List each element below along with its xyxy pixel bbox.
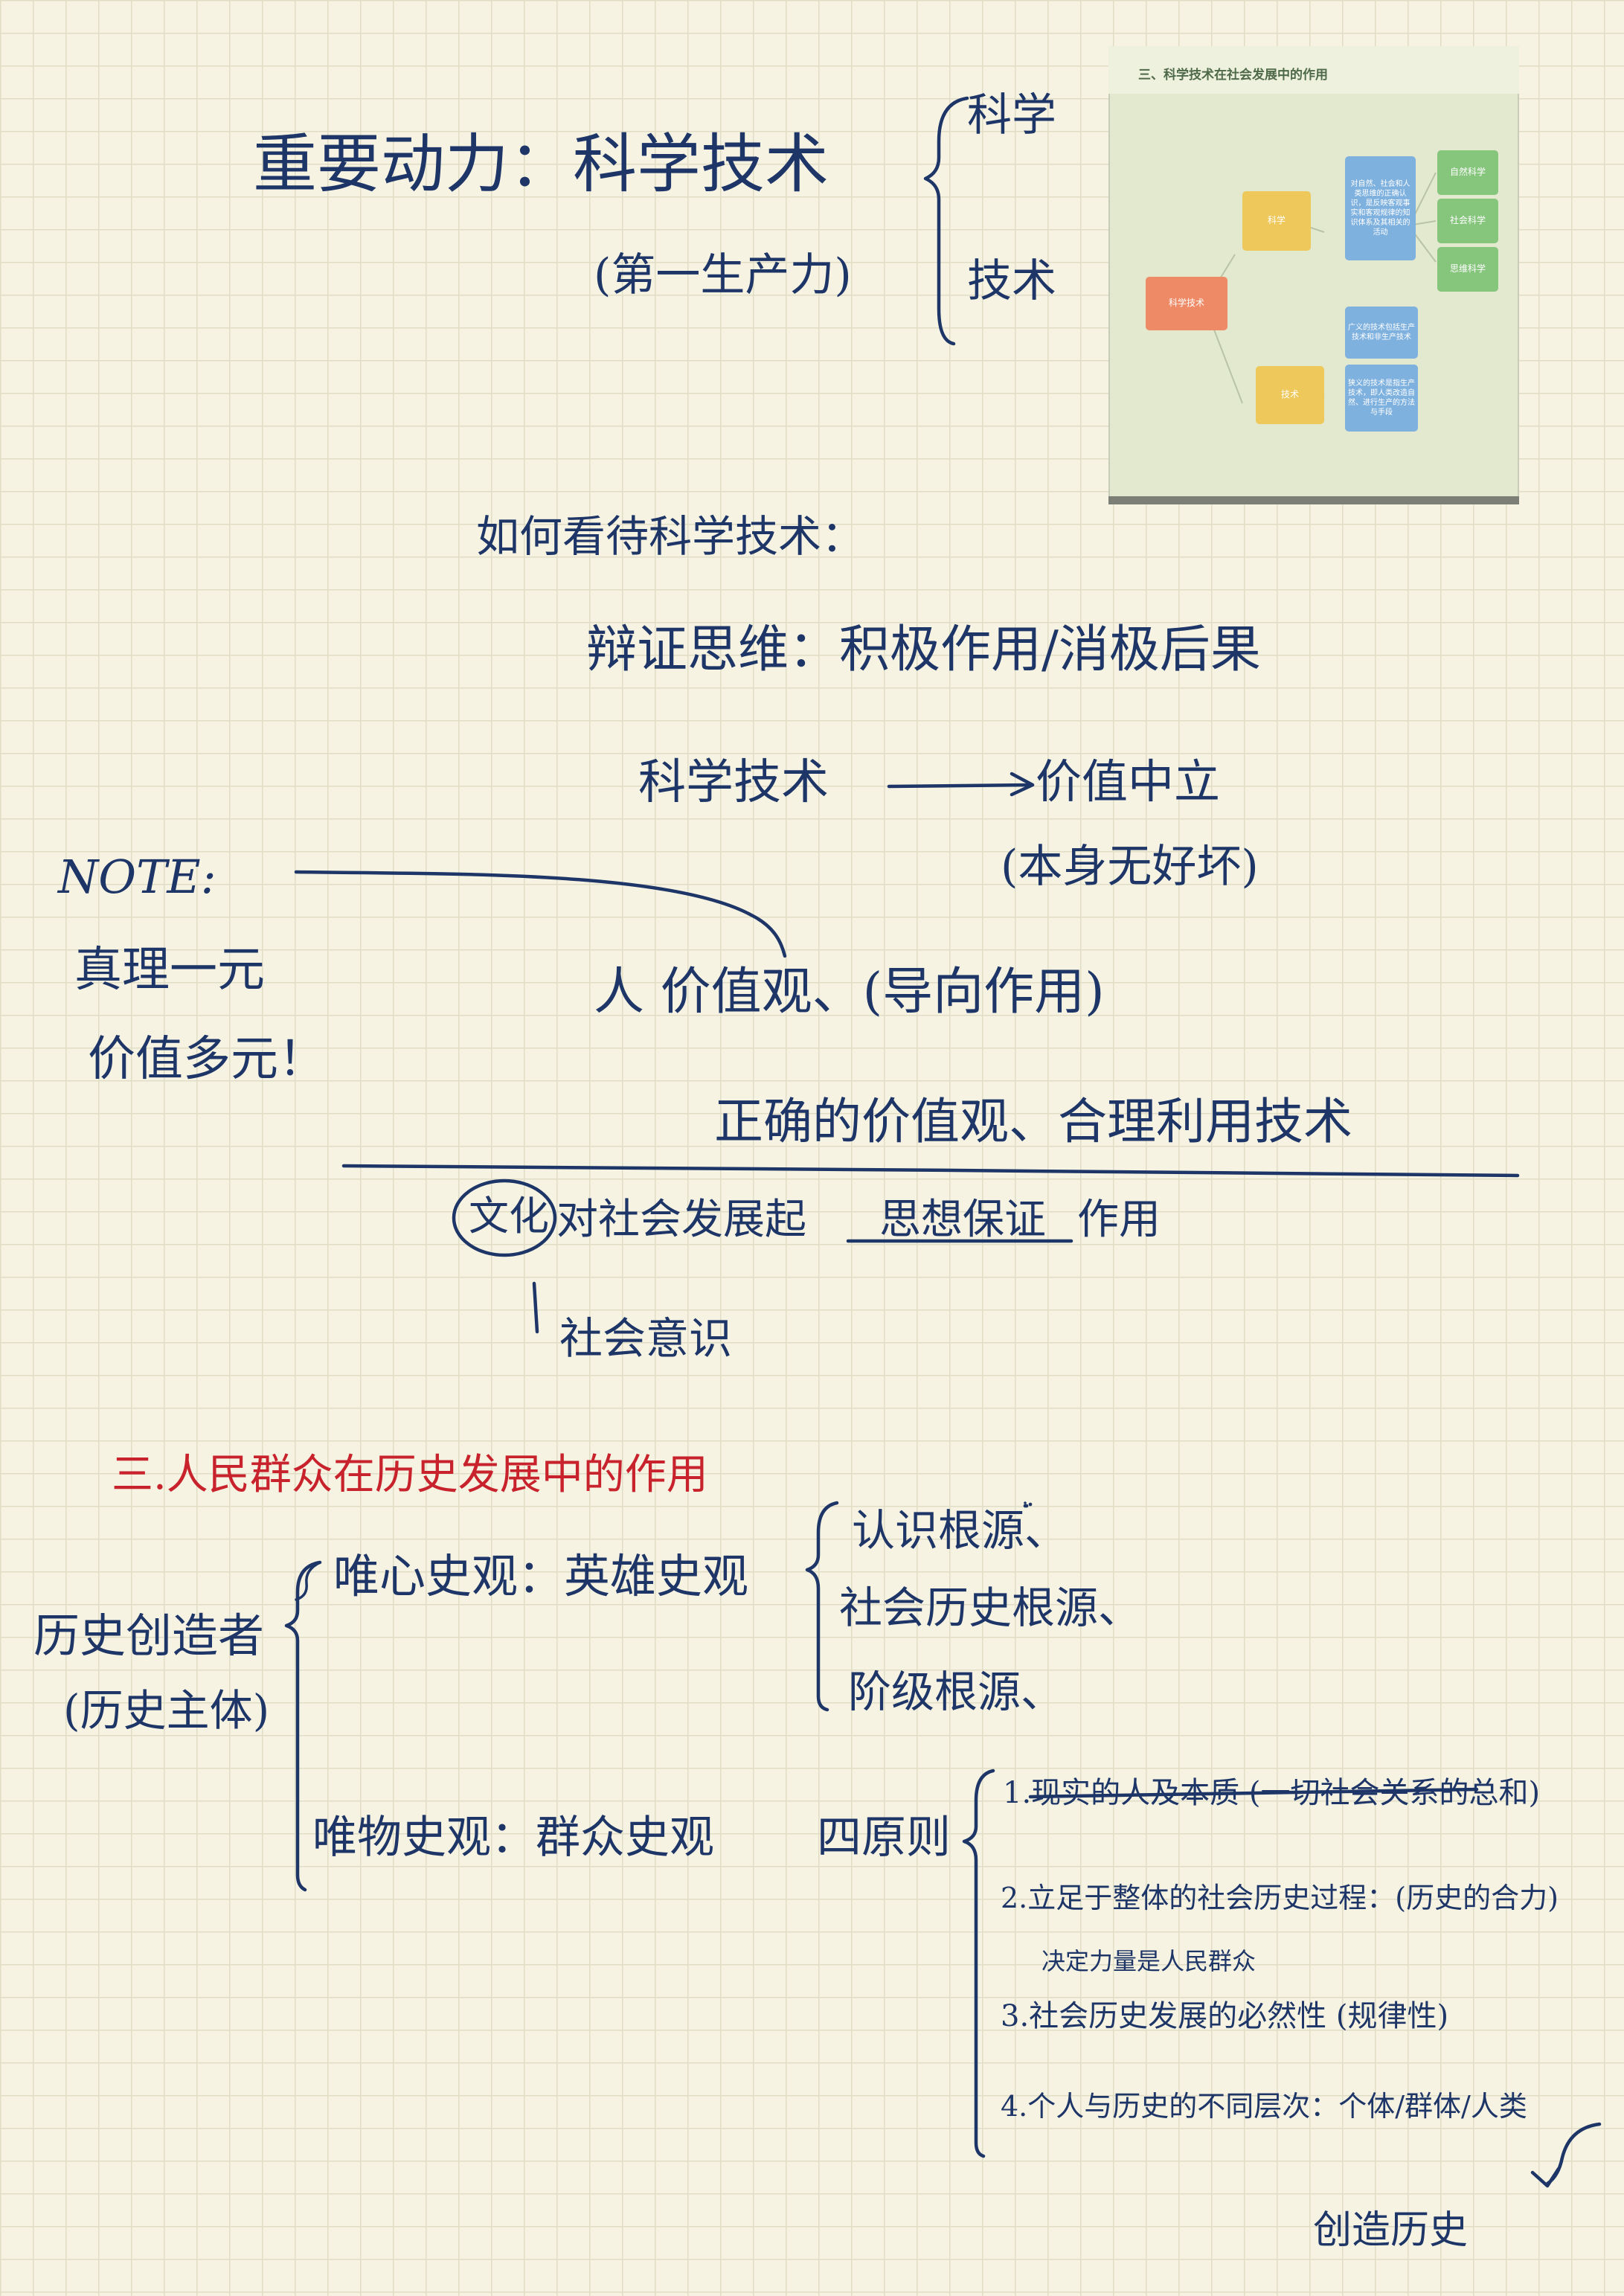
- brace-item-science: 科学: [967, 89, 1056, 141]
- principle-4: 4.个人与历史的不同层次：个体/群体/人类: [1001, 2090, 1527, 2123]
- brace-principles: [962, 1769, 995, 2158]
- culture-word: 文化: [469, 1193, 549, 1240]
- slide-leaf-thinking: 思维科学: [1437, 247, 1498, 292]
- how-to-view-heading: 如何看待科学技术：: [476, 511, 865, 562]
- ideological-guarantee: 思想保证: [879, 1196, 1046, 1244]
- divider-line: [341, 1164, 1520, 1178]
- slide-header-band: [1108, 46, 1519, 94]
- slide-root-box: 科学技术: [1146, 277, 1227, 330]
- principle-1: 1.现实的人及本质 (一切社会关系的总和): [1003, 1776, 1541, 1810]
- note-value-line: 价值多元！: [88, 1032, 326, 1087]
- hook-arrow: [1530, 2122, 1602, 2188]
- note-label: NOTE:: [58, 850, 216, 904]
- principle-2: 2.立足于整体的社会历史过程：(历史的合力): [1001, 1882, 1559, 1914]
- lecture-slide-photo: 三、科学技术在社会发展中的作用 科学技术 科学 技术 对自然、社会和人类思维的正…: [1108, 46, 1519, 504]
- idealism-line: 唯心史观：英雄史观: [333, 1549, 749, 1603]
- role-word: 作用: [1077, 1196, 1161, 1244]
- consciousness-tick: [532, 1281, 539, 1334]
- root-class: 阶级根源、: [848, 1667, 1065, 1717]
- projector-rail: [1108, 496, 1519, 504]
- no-good-bad-label: (本身无好坏): [1001, 841, 1259, 893]
- arrow-value-neutral: [887, 772, 1035, 797]
- brace-roots: [805, 1501, 839, 1712]
- slide-leaf-social: 社会科学: [1437, 199, 1498, 243]
- brace-item-technology: 技术: [967, 255, 1056, 307]
- dialectic-line: 辩证思维：积极作用/消极后果: [586, 621, 1261, 679]
- note-curve: [294, 870, 787, 958]
- slide-science-desc: 对自然、社会和人类思维的正确认识，是反映客观事实和客观规律的知识体系及其相关的活…: [1345, 156, 1416, 260]
- slide-tech-desc-broad: 广义的技术包括生产技术和非生产技术: [1345, 307, 1418, 359]
- sci-tech-label: 科学技术: [638, 755, 829, 810]
- social-consciousness: 社会意识: [559, 1313, 733, 1364]
- slide-tech-desc-narrow: 狭义的技术是指生产技术，即人类改造自然、进行生产的方法与手段: [1345, 365, 1418, 432]
- slide-tech-box: 技术: [1256, 366, 1324, 424]
- slide-title: 三、科学技术在社会发展中的作用: [1138, 68, 1328, 83]
- culture-line: 对社会发展起: [556, 1196, 806, 1244]
- principle-2-note: 决定力量是人民群众: [1042, 1947, 1256, 1975]
- section-title: 三.人民群众在历史发展中的作用: [112, 1451, 708, 1499]
- four-principles: 四原则: [817, 1812, 951, 1864]
- history-subject: (历史主体): [63, 1685, 270, 1736]
- correct-values-line: 正确的价值观、合理利用技术: [714, 1093, 1352, 1150]
- person-values-line: 人 价值观、(导向作用): [594, 963, 1105, 1022]
- brace-science-tech: [923, 96, 969, 346]
- materialism-line: 唯物史观：群众史观: [312, 1812, 714, 1864]
- slide-science-box: 科学: [1242, 191, 1311, 251]
- create-history: 创造历史: [1313, 2208, 1469, 2253]
- value-neutral-label: 价值中立: [1036, 754, 1221, 809]
- root-social-historical: 社会历史根源、: [839, 1582, 1142, 1633]
- note-truth-line: 真理一元: [74, 943, 265, 998]
- root-cognitive: 认识根源、: [852, 1505, 1068, 1556]
- brace-idealism: [295, 1561, 321, 1601]
- principle-3: 3.社会历史发展的必然性 (规律性): [1001, 1999, 1449, 2033]
- title-line: 重要动力：科学技术: [253, 127, 829, 202]
- history-creator: 历史创造者: [33, 1609, 265, 1663]
- slide-leaf-natural: 自然科学: [1437, 150, 1498, 195]
- title-subline: (第一生产力): [594, 249, 852, 301]
